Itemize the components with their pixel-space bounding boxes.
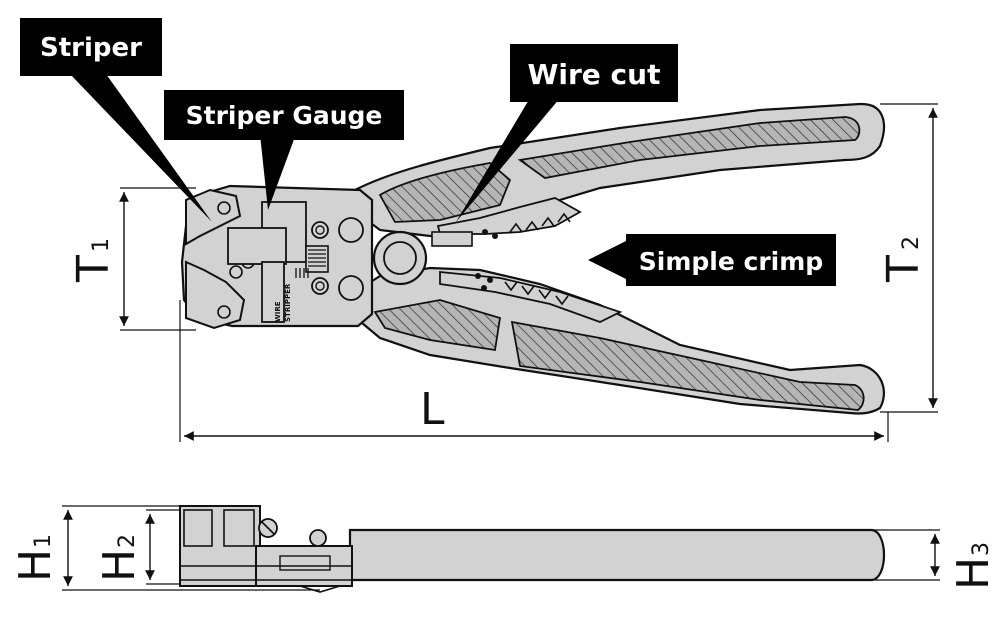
callout-wire-cut: Wire cut <box>456 44 678 222</box>
lower-handle <box>353 266 885 415</box>
callout-simple-crimp-text: Simple crimp <box>639 247 823 276</box>
dimension-h2: H 2 <box>94 509 180 585</box>
dimension-l: L <box>179 300 889 442</box>
callout-striper: Striper <box>20 18 212 222</box>
dimension-t2: T 2 <box>878 103 938 413</box>
dimension-h3: H 3 <box>872 529 999 590</box>
stripper-head: WIRE STRIPPER <box>180 184 428 330</box>
t1-sub: 1 <box>89 238 114 252</box>
body-marking-line1: WIRE <box>274 301 282 322</box>
callout-striper-gauge: Striper Gauge <box>164 90 404 210</box>
h3-label: H <box>948 557 999 590</box>
callout-striper-text: Striper <box>40 33 142 63</box>
l-label: L <box>420 384 445 435</box>
t1-label: T <box>68 255 119 283</box>
t2-sub: 2 <box>899 236 924 250</box>
dimension-h1: H 1 <box>10 505 320 591</box>
callout-striper-gauge-text: Striper Gauge <box>186 101 383 130</box>
h1-sub: 1 <box>31 534 56 548</box>
upper-handle <box>353 102 886 247</box>
t2-label: T <box>878 255 929 283</box>
top-view: WIRE STRIPPER T 1 T 2 L <box>68 102 938 442</box>
callout-simple-crimp: Simple crimp <box>588 234 836 286</box>
h2-sub: 2 <box>115 534 140 548</box>
h3-sub: 3 <box>969 542 994 556</box>
side-view: H 1 H 2 H 3 <box>10 505 999 593</box>
body-marking-line2: STRIPPER <box>284 283 292 322</box>
callout-wire-cut-text: Wire cut <box>528 58 661 91</box>
h2-label: H <box>94 549 145 582</box>
h1-label: H <box>10 549 61 582</box>
dimension-t1: T 1 <box>68 187 196 331</box>
